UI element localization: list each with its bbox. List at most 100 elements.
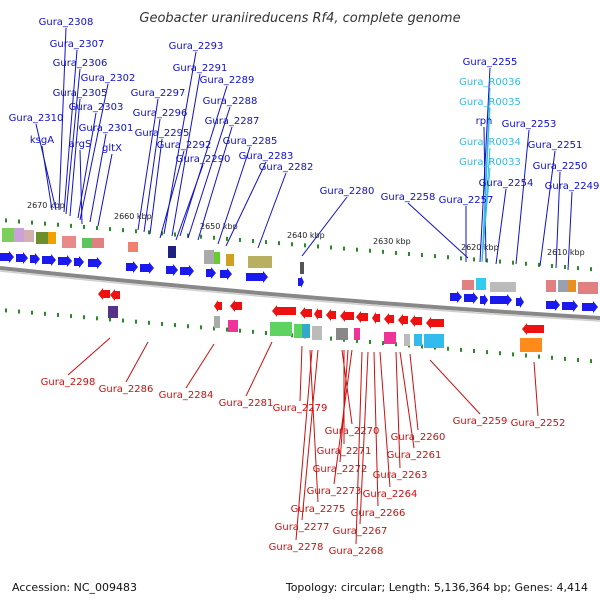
forward-gene-arrow [562,300,578,312]
tick-dot [226,236,228,241]
forward-gene-arrow [16,252,28,264]
tick-dot [161,231,163,236]
accession-text: Accession: NC_009483 [12,581,138,594]
genome-summary-text: Topology: circular; Length: 5,136,364 bp… [285,581,588,594]
gene-feature-box [204,250,214,264]
forward-label-leader-line [225,161,267,247]
forward-label-leader-line [79,149,83,225]
tick-dot [44,221,46,226]
gene-labels: Gura_2308Gura_2307Gura_2306Gura_2302Gura… [9,17,600,557]
tick-dot [109,227,111,232]
tick-dot [447,346,449,351]
tick-dot [499,259,501,264]
tick-dot [265,240,267,245]
gene-feature-box [226,254,234,266]
reverse-label-leader-line [395,351,401,469]
forward-label-leader-line [171,73,201,237]
reverse-gene-arrow [426,317,444,329]
tick-dot [109,317,111,322]
reverse-gene-arrow [98,288,110,300]
reverse-label-leader-line [359,351,369,525]
forward-gene-label: Gura_2249 [545,181,600,192]
forward-gene-label: rph [476,116,493,127]
tick-dot [96,316,98,321]
forward-gene-label: Gura_2306 [53,58,108,69]
tick-dot [434,254,436,259]
gene-feature-box [546,280,556,292]
forward-gene-arrow [180,265,194,277]
forward-gene-label: Gura_2283 [239,151,294,162]
tick-dot [369,248,371,253]
reverse-gene-label: Gura_2273 [307,486,362,497]
forward-gene-label: Gura_2295 [135,128,190,139]
reverse-gene-label: Gura_2252 [511,418,566,429]
rna-gene-label: Gura_R0034 [459,137,521,148]
scale-tick-label: 2610 kbp [547,248,585,257]
forward-gene-label: Gura_2253 [502,119,557,130]
gene-feature-box [312,326,322,340]
tick-dot [395,342,397,347]
reverse-gene-label: Gura_2278 [269,542,324,553]
tick-dot [18,309,20,314]
reverse-gene-label: Gura_2259 [453,416,508,427]
tick-dot [564,356,566,361]
tick-dot [135,229,137,234]
gene-arrows [0,251,598,335]
reverse-label-leader-line [355,351,363,545]
gene-feature-box [558,280,568,292]
tick-dot [252,329,254,334]
tick-dot [356,338,358,343]
forward-label-leader-line [137,98,159,231]
tick-dot [382,341,384,346]
reverse-gene-label: Gura_2272 [313,464,368,475]
forward-gene-label: Gura_2291 [173,63,228,74]
forward-gene-label: argS [69,139,92,150]
tick-dot [122,228,124,233]
forward-gene-label: Gura_2287 [205,116,260,127]
forward-gene-label: Gura_2282 [259,162,314,173]
reverse-gene-label: Gura_2268 [329,546,384,557]
gene-feature-box [248,256,272,268]
scale-tick-label: 2630 kbp [373,237,411,246]
forward-gene-arrow [450,291,462,303]
reverse-gene-label: Gura_2284 [159,390,214,401]
rna-gene-label: Gura_R0035 [459,97,521,108]
reverse-gene-arrow [300,307,312,319]
forward-gene-label: Gura_2288 [203,96,258,107]
forward-gene-arrow [0,251,14,263]
forward-gene-label: Gura_2307 [50,39,105,50]
tick-dot [369,339,371,344]
gene-feature-box [214,252,220,264]
tick-dot [174,323,176,328]
forward-label-leader-line [495,188,507,265]
reverse-gene-label: Gura_2263 [373,470,428,481]
forward-gene-label: Gura_2289 [200,75,255,86]
reverse-label-leader-line [309,349,319,503]
reverse-label-leader-line [429,359,481,415]
tick-dot [421,344,423,349]
forward-gene-label: gltX [102,143,122,154]
tick-dot [213,326,215,331]
tick-dot [31,310,33,315]
tick-dot [486,258,488,263]
reverse-gene-arrow [110,289,120,301]
scale-tick-label: 2670 kbp [27,201,65,210]
reverse-label-leader-line [125,341,149,383]
forward-gene-label: Gura_2305 [53,88,108,99]
reverse-gene-label: Gura_2267 [333,526,388,537]
gene-feature-box [214,316,220,328]
forward-gene-label: ksgA [30,135,54,146]
tick-dot [564,265,566,269]
forward-gene-arrow [516,296,524,308]
gene-feature-box [476,278,486,290]
tick-dot [226,327,228,332]
forward-label-leader-line [257,172,287,249]
reverse-label-leader-line [295,349,313,541]
reverse-label-leader-line [379,351,391,488]
reverse-gene-label: Gura_2270 [325,426,380,437]
reverse-gene-label: Gura_2279 [273,403,328,414]
forward-label-leader-line [567,191,573,271]
reverse-gene-arrow [272,305,296,317]
forward-gene-arrow [166,264,178,276]
reverse-gene-label: Gura_2277 [275,522,330,533]
